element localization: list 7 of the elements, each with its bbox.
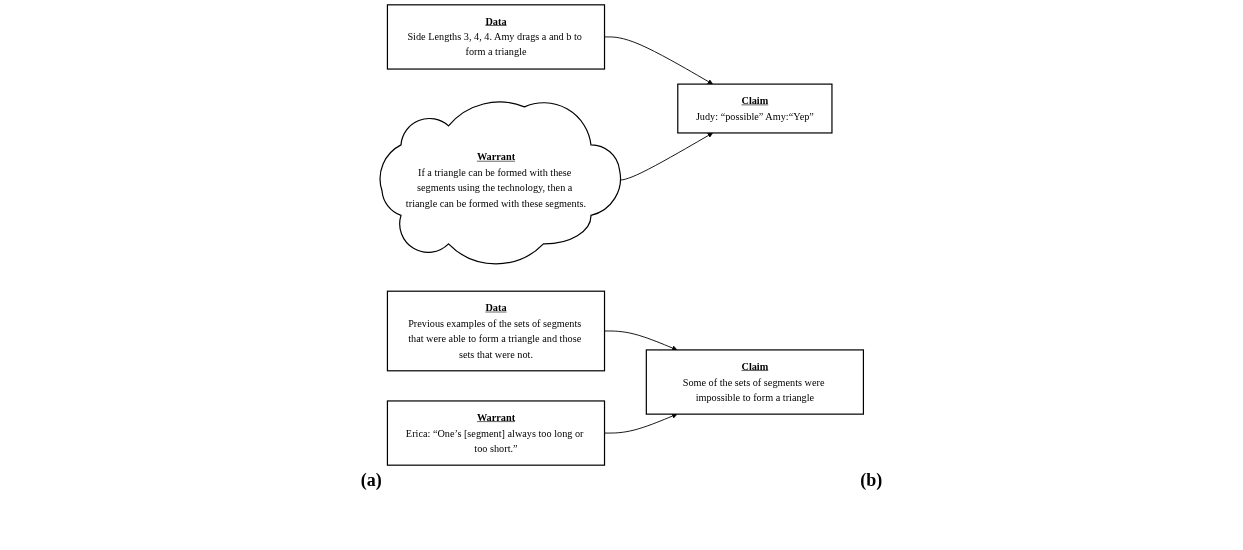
node-box: Claim Judy: “possible” Amy:“Yep” — [676, 83, 833, 134]
node-box: Claim Some of the sets of segments were impossible to form a triangle — [645, 349, 864, 415]
node-box: Data Side Lengths 3, 4, 4. Amy drags a and b to form a triangle — [386, 4, 605, 70]
panel-label: (a) — [360, 470, 382, 491]
node-box: Data Previous examples of the sets of segments that were able to form a triangle and those sets that were not. — [386, 290, 605, 372]
node-box: Warrant Erica: “One’s [segment] always too long or too short.” — [386, 400, 605, 466]
panel-label: (b) — [860, 470, 883, 491]
